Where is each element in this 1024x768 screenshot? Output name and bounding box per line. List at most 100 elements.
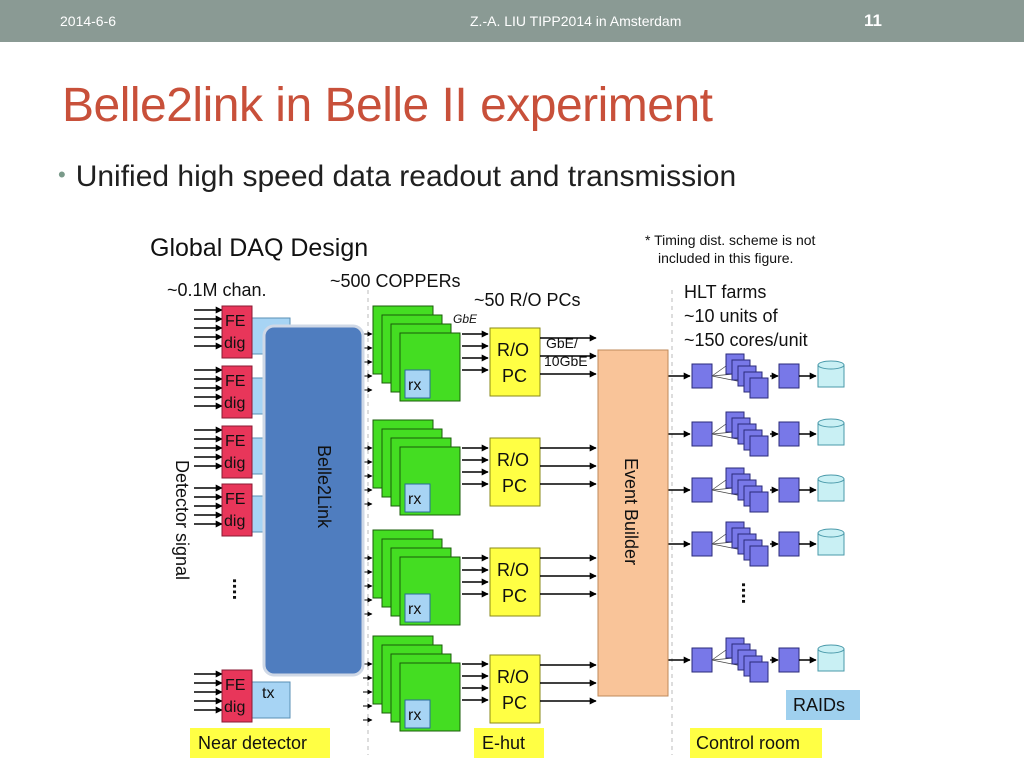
raid-disk-icon (817, 644, 845, 654)
raid-disk-icon (817, 360, 845, 370)
zone-near-detector-box (190, 728, 330, 758)
belle2link-bar (262, 324, 365, 677)
ro-pc-label-1: R/O (497, 560, 529, 580)
note-line-1: * Timing dist. scheme is not (645, 232, 816, 248)
zone-control-room-box (690, 728, 822, 758)
hlt-input-node (691, 477, 713, 503)
hlt-fanout-line (711, 543, 743, 551)
event-builder-box (597, 349, 669, 697)
label-coppers: ~500 COPPERs (330, 271, 461, 291)
raids-label: RAIDs (793, 695, 845, 715)
hlt-output-node (778, 531, 800, 557)
rx-box (404, 483, 431, 513)
rx-label: rx (408, 491, 421, 508)
raids-label-box (786, 690, 860, 720)
raid-disk-icon (817, 418, 845, 428)
hlt-fanout-line (711, 433, 743, 441)
hlt-core-node (749, 545, 769, 567)
event-builder-label: Event Builder (621, 458, 641, 565)
hlt-fanout-line (711, 423, 727, 435)
rx-label: rx (408, 377, 421, 394)
hlt-line-2: ~10 units of (684, 306, 779, 326)
fe-label: FE (225, 313, 245, 330)
hlt-fanout-line (711, 375, 743, 383)
hlt-output-node (778, 363, 800, 389)
ro-pc-label-2: PC (502, 586, 527, 606)
ellipsis-hlt: .... (737, 582, 759, 604)
dig-label: dig (224, 455, 245, 472)
ro-pc-label-2: PC (502, 693, 527, 713)
fe-label: FE (225, 373, 245, 390)
ro-pc-box (489, 437, 541, 507)
hlt-input-node (691, 647, 713, 673)
hlt-fanout-line (711, 489, 743, 497)
fe-dig-box (221, 305, 253, 359)
bullet-dot-icon: • (58, 162, 66, 187)
fe-label: FE (225, 433, 245, 450)
label-gbe: GbE (453, 312, 478, 326)
zone-control-room: Control room (696, 733, 800, 753)
raid-disk-icon (817, 528, 845, 538)
hlt-line-3: ~150 cores/unit (684, 330, 808, 350)
bullet-item: • Unified high speed data readout and tra… (58, 160, 736, 194)
hlt-fanout-line (711, 533, 727, 545)
rx-box (404, 593, 431, 623)
hlt-input-node (691, 363, 713, 389)
slide-date: 2014-6-6 (60, 13, 117, 29)
dig-label: dig (224, 335, 245, 352)
rx-label: rx (408, 707, 421, 724)
diagram-heading: Global DAQ Design (150, 234, 368, 262)
dig-label: dig (224, 699, 245, 716)
zone-ehut: E-hut (482, 733, 525, 753)
hlt-core-node (749, 377, 769, 399)
fe-dig-box (221, 669, 253, 723)
slide-page-number: 11 (864, 11, 882, 30)
hlt-fanout-line (711, 479, 727, 491)
fe-dig-box (221, 365, 253, 419)
ellipsis-fe: .... (228, 578, 250, 600)
hlt-core-node (749, 661, 769, 683)
ro-pc-box (489, 654, 541, 724)
ro-pc-label-1: R/O (497, 340, 529, 360)
belle2link-label: Belle2Link (314, 445, 334, 529)
ro-pc-box (489, 327, 541, 397)
label-gbe10-line1: GbE/ (546, 335, 578, 351)
raid-disk-icon (817, 474, 845, 484)
hlt-line-1: HLT farms (684, 282, 766, 302)
tx-box (249, 681, 291, 719)
ro-pc-label-2: PC (502, 366, 527, 386)
fe-label: FE (225, 677, 245, 694)
dig-label: dig (224, 395, 245, 412)
label-ro-pcs: ~50 R/O PCs (474, 290, 581, 310)
ro-pc-label-1: R/O (497, 667, 529, 687)
ro-pc-label-1: R/O (497, 450, 529, 470)
hlt-input-node (691, 531, 713, 557)
hlt-fanout-line (711, 649, 727, 661)
zone-ehut-box (474, 728, 544, 758)
label-channels: ~0.1M chan. (167, 280, 267, 300)
bullet-text: Unified high speed data readout and tran… (75, 160, 737, 193)
hlt-output-node (778, 647, 800, 673)
hlt-fanout-line (711, 659, 743, 667)
rx-box (404, 699, 431, 729)
rx-box (404, 369, 431, 399)
fe-label: FE (225, 491, 245, 508)
ro-pc-box (489, 547, 541, 617)
label-gbe10-line2: 10GbE (544, 353, 588, 369)
detector-signal-label: Detector signal (172, 460, 192, 580)
note-line-2: included in this figure. (658, 250, 793, 266)
ro-pc-label-2: PC (502, 476, 527, 496)
hlt-core-node (749, 435, 769, 457)
slide-footer-text: Z.-A. LIU TIPP2014 in Amsterdam (470, 13, 682, 29)
hlt-output-node (778, 477, 800, 503)
tx-label: tx (262, 685, 274, 702)
rx-label: rx (408, 601, 421, 618)
zone-near-detector: Near detector (198, 733, 307, 753)
hlt-core-node (749, 491, 769, 513)
hlt-fanout-line (711, 365, 727, 377)
hlt-output-node (778, 421, 800, 447)
slide-header-bar: 2014-6-6 Z.-A. LIU TIPP2014 in Amsterdam… (0, 0, 1024, 42)
hlt-input-node (691, 421, 713, 447)
slide-title: Belle2link in Belle II experiment (62, 79, 713, 132)
